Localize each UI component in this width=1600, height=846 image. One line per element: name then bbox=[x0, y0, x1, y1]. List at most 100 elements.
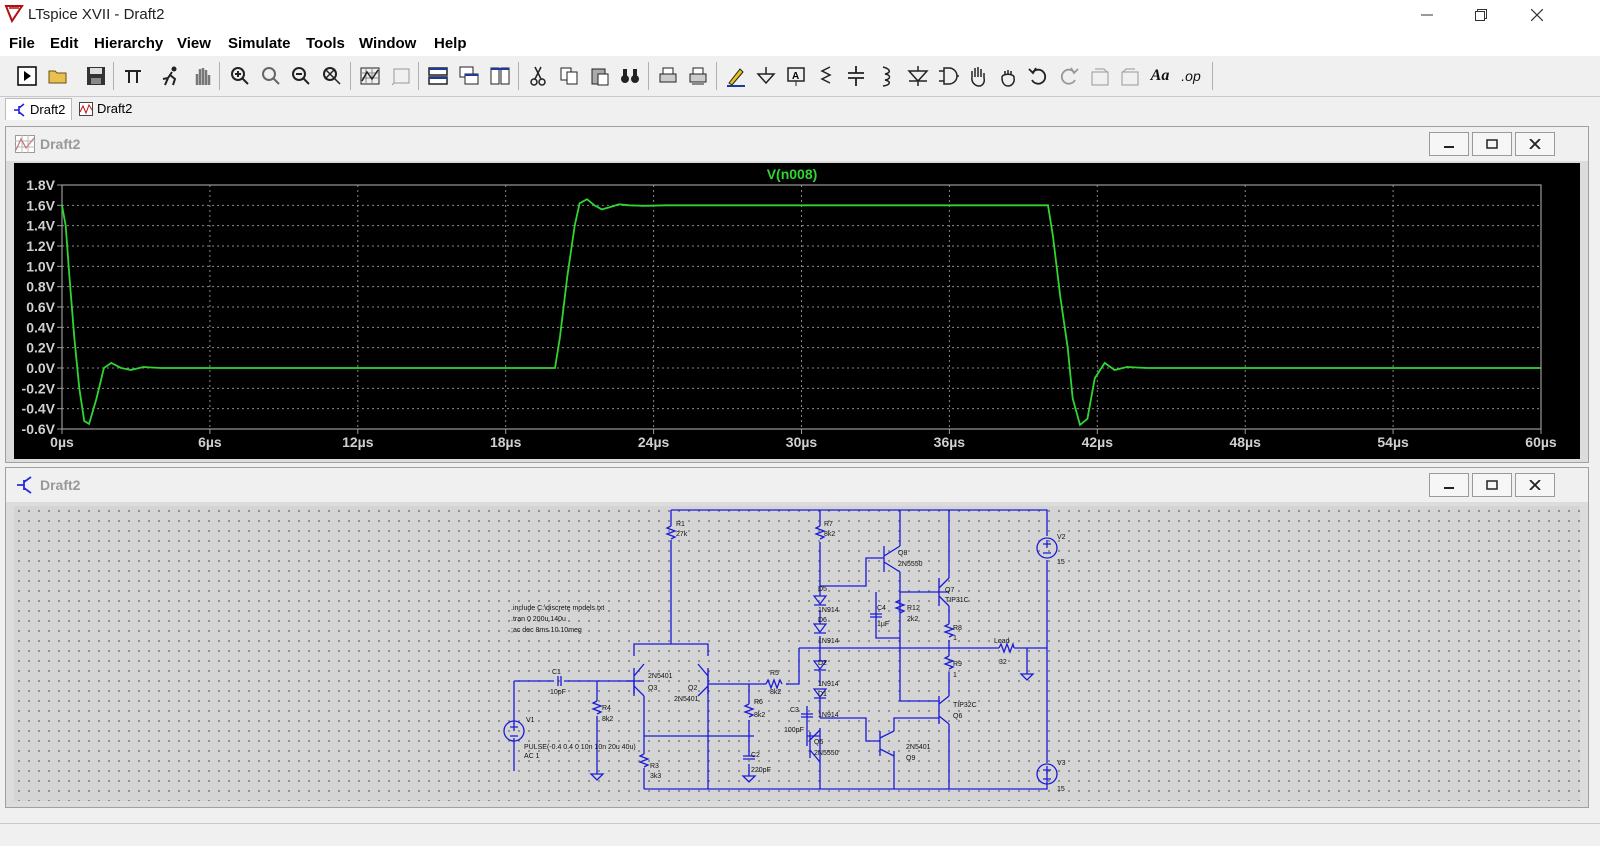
menu-view[interactable]: View bbox=[177, 35, 211, 52]
x-tick-label: 30µs bbox=[786, 434, 818, 450]
toolbar-separator bbox=[716, 62, 717, 90]
zoom-out-icon bbox=[292, 67, 310, 85]
value-r3: 3k3 bbox=[650, 773, 661, 780]
schematic-window-titlebar[interactable]: Draft2 bbox=[6, 468, 1588, 502]
tile-horizontal-button[interactable] bbox=[425, 63, 451, 89]
transistor-symbols bbox=[633, 545, 950, 763]
resistor-button[interactable] bbox=[813, 63, 839, 89]
y-tick-label: -0.6V bbox=[22, 421, 56, 437]
value-r5: 8k2 bbox=[770, 689, 781, 696]
minimize-button[interactable] bbox=[1404, 0, 1450, 30]
drag-hand-icon bbox=[1001, 70, 1015, 87]
y-tick-label: -0.4V bbox=[22, 401, 56, 417]
draw-wire-button[interactable] bbox=[723, 63, 749, 89]
close-icon bbox=[1531, 9, 1543, 21]
halt-button[interactable] bbox=[189, 63, 215, 89]
tab-schematic[interactable]: Draft2 bbox=[5, 98, 73, 120]
spice-directive-button[interactable]: .op bbox=[1181, 68, 1201, 84]
zoom-fit-button[interactable] bbox=[319, 63, 345, 89]
printer-icon bbox=[659, 67, 677, 83]
schematic-minimize-button[interactable] bbox=[1429, 473, 1469, 497]
zoom-out-button[interactable] bbox=[288, 63, 314, 89]
y-tick-label: 1.6V bbox=[26, 197, 55, 213]
menu-help[interactable]: Help bbox=[434, 35, 467, 52]
value-q7: TIP31C bbox=[945, 597, 969, 604]
menu-file[interactable]: File bbox=[9, 35, 35, 52]
rotate-button[interactable] bbox=[1087, 63, 1113, 89]
value-q2: 2N5401 bbox=[674, 696, 699, 703]
cut-button[interactable] bbox=[525, 63, 551, 89]
redo-button[interactable] bbox=[1056, 63, 1082, 89]
directive-tran[interactable]: .tran 0 200u 140u bbox=[511, 616, 566, 623]
menu-simulate[interactable]: Simulate bbox=[228, 35, 291, 52]
zoom-in-button[interactable] bbox=[227, 63, 253, 89]
copy-button[interactable] bbox=[556, 63, 582, 89]
menu-edit[interactable]: Edit bbox=[50, 35, 79, 52]
capacitor-button[interactable] bbox=[843, 63, 869, 89]
label-q6: Q6 bbox=[953, 713, 962, 720]
pan-button[interactable] bbox=[258, 63, 284, 89]
diode-button[interactable] bbox=[905, 63, 931, 89]
value-q8: 2N5550 bbox=[898, 561, 923, 568]
resistor-symbols bbox=[591, 525, 1015, 768]
find-button[interactable] bbox=[617, 63, 643, 89]
y-tick-label: 0.0V bbox=[26, 360, 55, 376]
y-tick-label: 1.4V bbox=[26, 218, 55, 234]
text-button[interactable]: Aa bbox=[1150, 67, 1170, 84]
print-setup-button[interactable] bbox=[685, 63, 711, 89]
tile-vertical-button[interactable] bbox=[487, 63, 513, 89]
manual-range-button[interactable] bbox=[388, 63, 414, 89]
drag-button[interactable] bbox=[995, 63, 1021, 89]
save-button[interactable] bbox=[83, 63, 109, 89]
y-tick-label: 0.8V bbox=[26, 279, 55, 295]
toolbar-separator bbox=[648, 62, 649, 90]
x-tick-label: 54µs bbox=[1377, 434, 1409, 450]
schematic-close-button[interactable] bbox=[1515, 473, 1555, 497]
value-c1: 10pF bbox=[550, 689, 566, 696]
ground-button[interactable] bbox=[753, 63, 779, 89]
menu-window[interactable]: Window bbox=[359, 35, 417, 52]
binoculars-icon bbox=[621, 69, 639, 83]
run-button[interactable] bbox=[158, 63, 184, 89]
copy-icon bbox=[560, 67, 578, 85]
value-c4: 1µF bbox=[877, 621, 889, 628]
label-q2: Q2 bbox=[688, 685, 697, 692]
capacitor-symbols bbox=[557, 613, 882, 760]
schematic-drawing[interactable]: R1 27k R7 8k2 Q8 2N5550 Q7 TIP31C C4 1µF… bbox=[14, 506, 1580, 801]
new-schematic-button[interactable] bbox=[14, 63, 40, 89]
schematic-maximize-button[interactable] bbox=[1472, 473, 1512, 497]
cascade-button[interactable] bbox=[456, 63, 482, 89]
directive-ac[interactable]: ;ac dec 8ms 10 10meg bbox=[511, 627, 582, 634]
tab-waveform[interactable]: Draft2 bbox=[73, 98, 138, 119]
label-net-button[interactable]: A bbox=[783, 63, 809, 89]
directive-include[interactable]: .include C:\discrete models.txt bbox=[511, 605, 604, 612]
undo-button[interactable] bbox=[1025, 63, 1051, 89]
inductor-button[interactable] bbox=[873, 63, 899, 89]
paste-button[interactable] bbox=[587, 63, 613, 89]
trace-label[interactable]: V(n008) bbox=[767, 166, 818, 182]
open-button[interactable] bbox=[45, 63, 71, 89]
trace-v-n008[interactable] bbox=[61, 198, 1541, 427]
control-panel-button[interactable] bbox=[120, 63, 146, 89]
label-r4: R4 bbox=[602, 705, 611, 712]
value-d5: 1N914 bbox=[818, 607, 839, 614]
waveform-close-button[interactable] bbox=[1515, 132, 1555, 156]
cascade-icon bbox=[459, 66, 479, 85]
waveform-window-titlebar[interactable]: Draft2 bbox=[6, 127, 1588, 161]
tile-vertical-icon bbox=[490, 67, 510, 85]
waveform-minimize-button[interactable] bbox=[1429, 132, 1469, 156]
menu-hierarchy[interactable]: Hierarchy bbox=[94, 35, 164, 52]
menu-tools[interactable]: Tools bbox=[306, 35, 345, 52]
schematic-canvas[interactable]: R1 27k R7 8k2 Q8 2N5550 Q7 TIP31C C4 1µF… bbox=[14, 506, 1580, 801]
restore-button[interactable] bbox=[1458, 0, 1504, 30]
close-button[interactable] bbox=[1514, 0, 1560, 30]
autorange-button[interactable] bbox=[357, 63, 383, 89]
mirror-button[interactable] bbox=[1117, 63, 1143, 89]
waveform-window-icon bbox=[15, 135, 35, 153]
move-button[interactable] bbox=[965, 63, 991, 89]
waveform-maximize-button[interactable] bbox=[1472, 132, 1512, 156]
component-button[interactable] bbox=[935, 63, 961, 89]
print-button[interactable] bbox=[655, 63, 681, 89]
